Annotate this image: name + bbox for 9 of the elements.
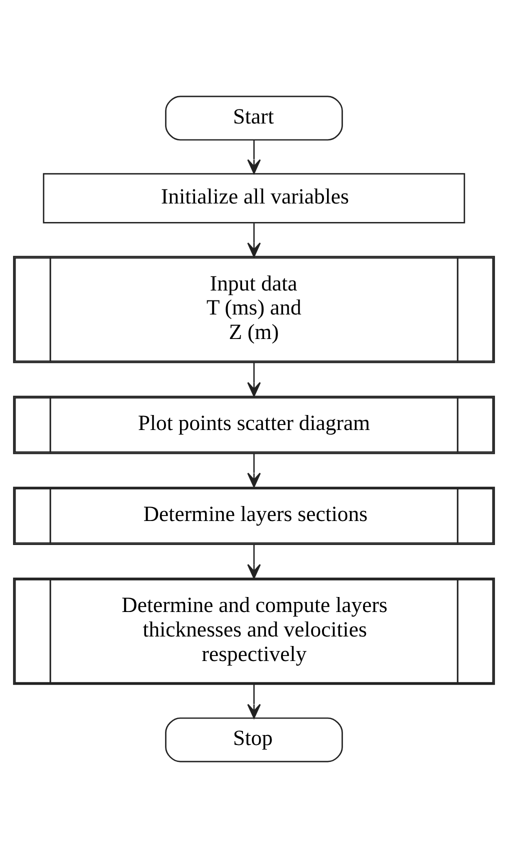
arrow xyxy=(247,222,261,257)
arrow xyxy=(247,362,261,396)
node-box: Start xyxy=(165,95,343,140)
arrow xyxy=(247,544,261,578)
arrow xyxy=(247,684,261,718)
node-box: Stop xyxy=(165,716,343,762)
node-box: Initialize all variables xyxy=(42,172,466,223)
arrow xyxy=(247,453,261,487)
arrow xyxy=(247,140,261,174)
